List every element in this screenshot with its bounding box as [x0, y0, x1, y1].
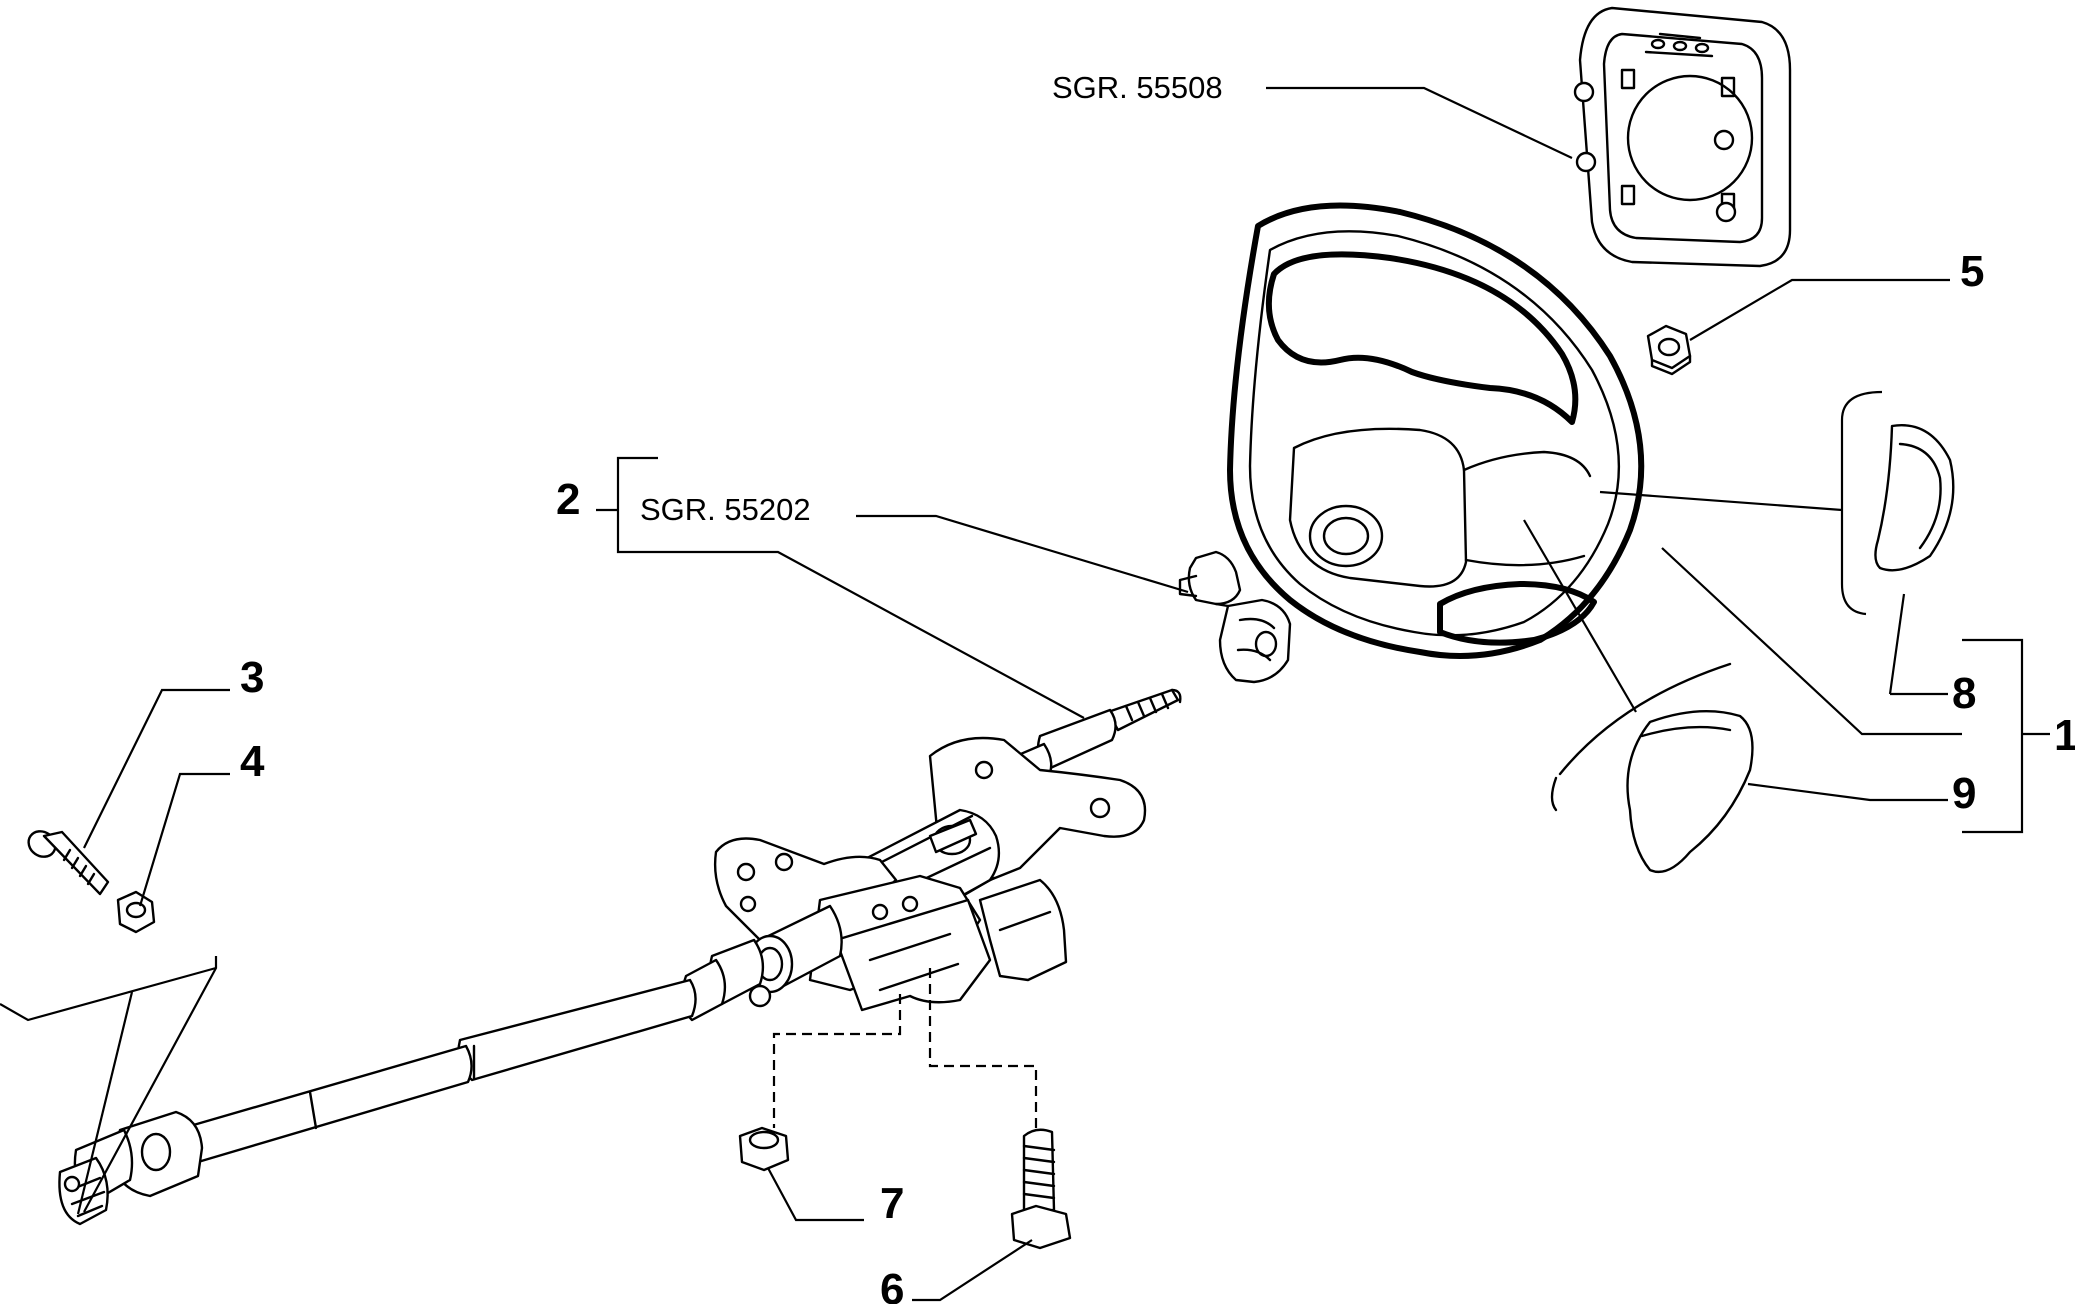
callout-7: 7	[880, 1179, 904, 1228]
callout-2: 2	[556, 475, 580, 524]
nut-4	[116, 890, 156, 934]
callout-5: 5	[1960, 247, 1984, 296]
airbag-group-reference: SGR. 55508	[1052, 70, 1223, 105]
column-group-reference: SGR. 55202	[640, 492, 811, 527]
callout-8: 8	[1952, 669, 1976, 718]
callout-1: 1	[2054, 711, 2075, 760]
bolt-3	[27, 830, 110, 896]
callout-6: 6	[880, 1265, 904, 1304]
trim-cover-9	[1550, 662, 1754, 874]
nut-5	[1646, 324, 1692, 376]
leader-lines	[0, 86, 2050, 1302]
steering-column	[58, 688, 1182, 1226]
trim-cover-8	[1874, 424, 1955, 572]
labels: SGR. 55508 SGR. 55202 1 2 3 4 5 6 7 8 9	[240, 70, 2075, 1304]
callout-4: 4	[240, 737, 265, 786]
airbag-module	[1573, 6, 1792, 268]
callout-9: 9	[1952, 769, 1976, 818]
callout-3: 3	[240, 653, 264, 702]
steering-lock-assembly	[1178, 550, 1292, 684]
nut-7	[738, 1126, 790, 1172]
bolt-6	[1010, 1128, 1072, 1250]
steering-wheel	[1227, 202, 1645, 659]
